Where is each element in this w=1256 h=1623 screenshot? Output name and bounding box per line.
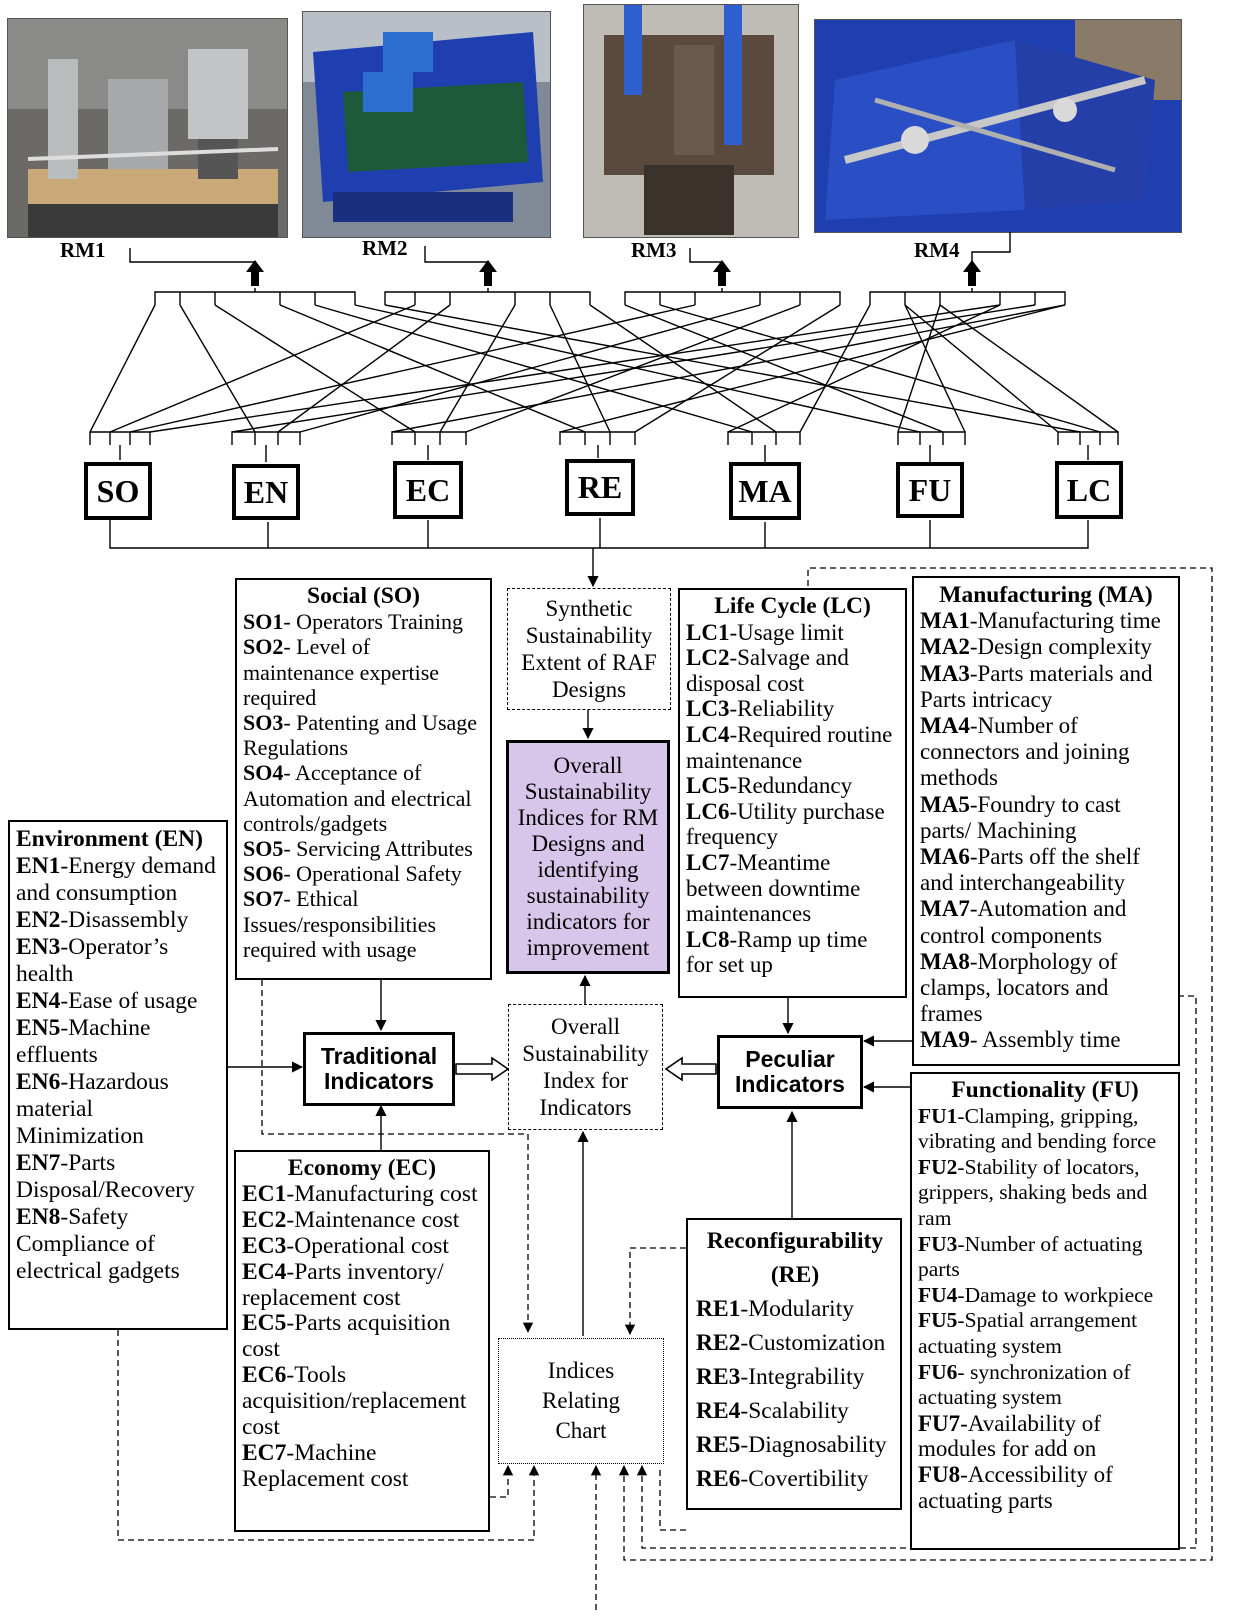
manufacturing-item: MA1-Manufacturing time	[920, 608, 1161, 634]
environment-item: EN7-Parts Disposal/Recovery	[16, 1150, 195, 1203]
functionality-title: Functionality (FU)	[951, 1077, 1139, 1103]
functionality-panel: Functionality (FU) FU1-Clamping, grippin…	[910, 1072, 1180, 1550]
traditional-indicators-box: Traditional Indicators	[303, 1032, 455, 1106]
lifecycle-item: LC6-Utility purchase frequency	[686, 798, 885, 850]
economy-item: EC1-Manufacturing cost	[242, 1180, 478, 1207]
manufacturing-item: MA3-Parts materials and Parts intricacy	[920, 660, 1153, 712]
social-title: Social (SO)	[307, 583, 420, 609]
manufacturing-item: MA6-Parts off the shelf and interchangea…	[920, 844, 1140, 896]
category-box-ec: EC	[393, 461, 463, 519]
economy-item: EC2-Maintenance cost	[242, 1206, 460, 1233]
functionality-item: FU1-Clamping, gripping, vibrating and be…	[918, 1103, 1157, 1154]
economy-item: EC7-Machine Replacement cost	[242, 1439, 409, 1492]
category-box-ma: MA	[729, 462, 801, 520]
manufacturing-panel: Manufacturing (MA) MA1-Manufacturing tim…	[912, 576, 1180, 1066]
social-item: SO2- Level of maintenance expertise requ…	[243, 634, 440, 710]
reconfigurability-panel: Reconfigurability (RE) RE1-Modularity RE…	[686, 1218, 902, 1510]
economy-item: EC6-Tools acquisition/replacement cost	[242, 1362, 467, 1441]
reconfigurability-item: RE4-Scalability	[696, 1398, 849, 1424]
reconfigurability-item: RE2-Customization	[696, 1330, 886, 1356]
functionality-item: FU5-Spatial arrangement actuating system	[918, 1308, 1138, 1358]
lifecycle-item: LC8-Ramp up time for set up	[686, 926, 868, 978]
functionality-item: FU8-Accessibility of actuating parts	[918, 1461, 1113, 1513]
lifecycle-item: LC7-Meantime between downtime maintenanc…	[686, 849, 861, 927]
manufacturing-item: MA2-Design complexity	[920, 634, 1152, 660]
manufacturing-item: MA8-Morphology of clamps, locators and f…	[920, 948, 1118, 1027]
rm2-photo	[302, 11, 551, 238]
category-box-so: SO	[84, 462, 152, 520]
category-box-fu: FU	[896, 462, 964, 518]
manufacturing-item: MA7-Automation and control components	[920, 896, 1127, 948]
environment-panel: Environment (EN) EN1-Energy demand and c…	[8, 820, 228, 1330]
lifecycle-panel: Life Cycle (LC) LC1-Usage limit LC2-Salv…	[678, 588, 907, 998]
reconfigurability-item: RE5-Diagnosability	[696, 1432, 887, 1458]
rm1-photo	[7, 18, 288, 238]
indices-relating-chart-box: Indices Relating Chart	[498, 1338, 664, 1464]
rm3-photo	[583, 4, 799, 238]
economy-panel: Economy (EC) EC1-Manufacturing cost EC2-…	[234, 1150, 490, 1532]
functionality-item: FU7-Availability of modules for add on	[918, 1410, 1101, 1462]
functionality-item: FU6- synchronization of actuating system	[918, 1359, 1131, 1410]
environment-item: EN6-Hazardous material Minimization	[16, 1069, 169, 1149]
rm4-label: RM4	[914, 238, 960, 262]
economy-item: EC5-Parts acquisition cost	[242, 1310, 451, 1363]
reconfigurability-item: RE6-Covertibility	[696, 1466, 869, 1492]
economy-item: EC4-Parts inventory/ replacement cost	[242, 1258, 444, 1311]
manufacturing-item: MA9- Assembly time	[920, 1027, 1121, 1053]
social-item: SO4- Acceptance of Automation and electr…	[243, 760, 472, 836]
manufacturing-title: Manufacturing (MA)	[939, 582, 1153, 608]
lifecycle-item: LC1-Usage limit	[686, 619, 844, 645]
lifecycle-item: LC4-Required routine maintenance	[686, 721, 893, 773]
economy-title: Economy (EC)	[287, 1155, 437, 1181]
functionality-item: FU4-Damage to workpiece	[918, 1282, 1154, 1307]
environment-item: EN1-Energy demand and consumption	[16, 853, 216, 906]
synthetic-extent-box: Synthetic Sustainability Extent of RAF D…	[507, 588, 671, 710]
environment-item: EN8-Safety Compliance of electrical gadg…	[16, 1204, 180, 1284]
environment-item: EN2-Disassembly	[16, 907, 189, 933]
rm2-label: RM2	[362, 236, 408, 260]
rm1-label: RM1	[60, 238, 106, 262]
lifecycle-item: LC3-Reliability	[686, 696, 835, 722]
manufacturing-item: MA4-Number of connectors and joining met…	[920, 713, 1130, 791]
social-item: SO6- Operational Safety	[243, 861, 462, 887]
category-box-lc: LC	[1055, 461, 1123, 519]
environment-title: Environment (EN)	[16, 826, 203, 852]
functionality-item: FU3-Number of actuating parts	[918, 1231, 1143, 1282]
social-panel: Social (SO) SO1- Operators Training SO2-…	[235, 578, 492, 980]
reconfigurability-item: RE1-Modularity	[696, 1296, 854, 1322]
overall-index-box: Overall Sustainability Index for Indicat…	[508, 1004, 663, 1130]
economy-item: EC3-Operational cost	[242, 1232, 449, 1259]
lifecycle-item: LC5-Redundancy	[686, 773, 853, 799]
rm3-label: RM3	[631, 238, 677, 262]
peculiar-indicators-box: Peculiar Indicators	[717, 1035, 863, 1109]
lifecycle-title: Life Cycle (LC)	[714, 593, 871, 619]
environment-item: EN5-Machine effluents	[16, 1015, 151, 1068]
social-item: SO1- Operators Training	[243, 609, 464, 635]
reconfigurability-item: RE3-Integrability	[696, 1364, 865, 1390]
environment-item: EN4-Ease of usage	[16, 988, 198, 1014]
environment-item: EN3-Operator’s health	[16, 934, 169, 987]
category-box-en: EN	[232, 464, 300, 520]
social-item: SO5- Servicing Attributes	[243, 836, 473, 862]
manufacturing-item: MA5-Foundry to cast parts/ Machining	[920, 791, 1121, 843]
category-box-re: RE	[565, 459, 635, 516]
social-item: SO7- Ethical Issues/responsibilities req…	[243, 886, 437, 962]
overall-indices-box: Overall Sustainability Indices for RM De…	[506, 740, 670, 974]
reconfigurability-title: Reconfigurability (RE)	[706, 1228, 884, 1288]
lifecycle-item: LC2-Salvage and disposal cost	[686, 645, 849, 696]
rm4-photo	[814, 19, 1182, 233]
functionality-item: FU2-Stability of locators, grippers, sha…	[918, 1154, 1148, 1230]
social-item: SO3- Patenting and Usage Regulations	[243, 710, 478, 761]
